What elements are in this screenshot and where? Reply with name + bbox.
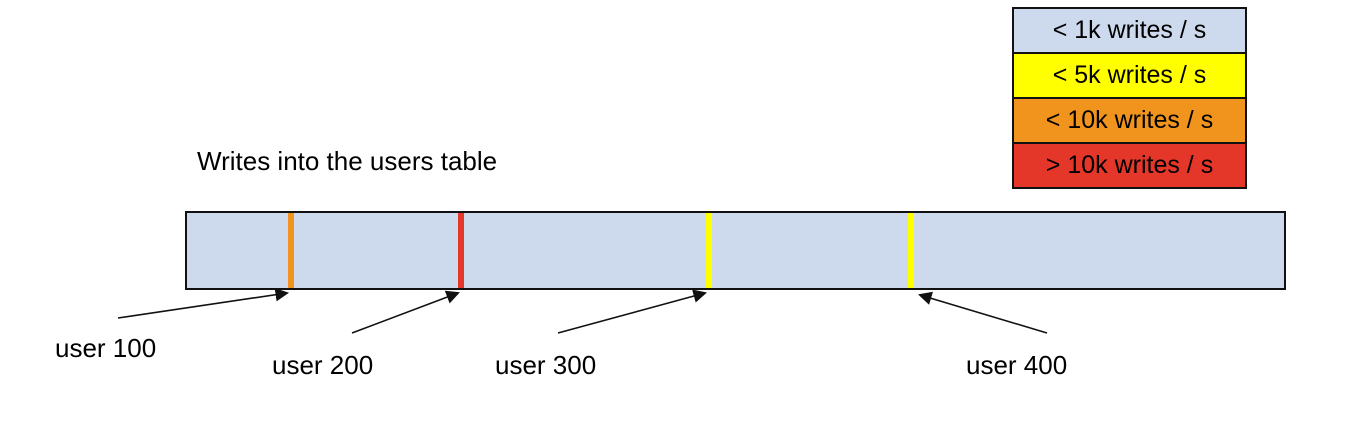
callout-label-user-100: user 100 [55,333,157,363]
legend-item-label: < 10k writes / s [1045,106,1214,134]
legend-item-lt-1k: < 1k writes / s [1012,7,1247,54]
callout-label-user-200: user 200 [272,350,374,380]
arrow-user-200 [351,290,460,334]
write-hotspot-marker-user-400 [908,213,914,288]
callout-label-user-400: user 400 [966,350,1068,380]
legend: < 1k writes / s < 5k writes / s < 10k wr… [1012,7,1247,189]
arrow-user-100 [117,287,290,319]
legend-item-label: < 1k writes / s [1052,16,1207,44]
write-hotspot-marker-user-200 [458,213,464,288]
legend-item-lt-5k: < 5k writes / s [1012,52,1247,99]
users-table-bar [185,211,1286,290]
write-hotspot-marker-user-100 [288,213,294,288]
write-hotspot-marker-user-300 [706,213,712,288]
legend-item-label: > 10k writes / s [1045,151,1214,179]
legend-item-gt-10k: > 10k writes / s [1012,142,1247,189]
arrow-user-300 [557,289,707,334]
diagram-title: Writes into the users table [197,146,498,176]
callout-label-user-300: user 300 [495,350,597,380]
arrow-user-400 [918,291,1048,334]
legend-item-lt-10k: < 10k writes / s [1012,97,1247,144]
legend-item-label: < 5k writes / s [1052,61,1207,89]
